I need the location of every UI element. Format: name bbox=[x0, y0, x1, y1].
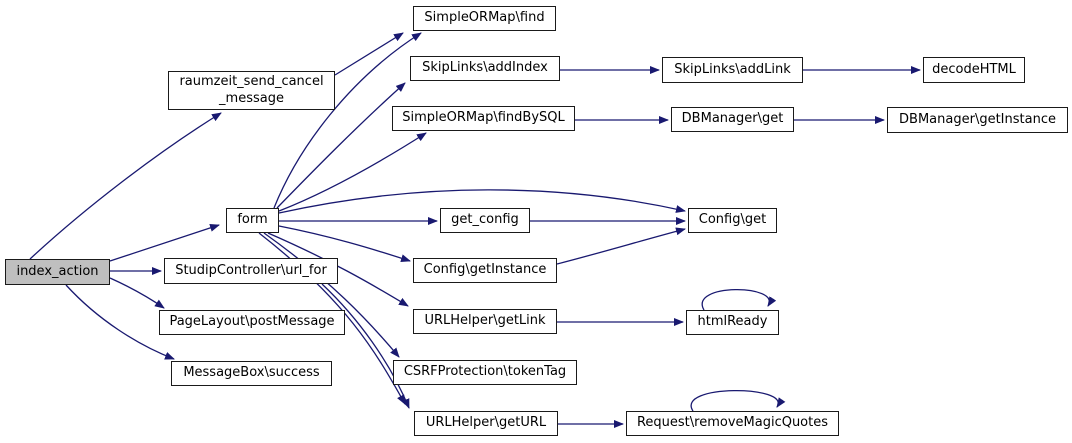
edge-form-to-simpleormap-findbysql bbox=[278, 132, 427, 212]
edge-raumzeit_send_cancel_message-to-simpleormap-find bbox=[334, 32, 404, 76]
edge-studipcontroller-url_for-to-urlhelper-geturl bbox=[321, 283, 410, 409]
node-simpleormap-findbysql[interactable]: SimpleORMap\findBySQL bbox=[392, 106, 575, 131]
node-messagebox-success[interactable]: MessageBox\success bbox=[171, 361, 332, 386]
edge-index_action-to-messagebox-success bbox=[65, 284, 175, 360]
node-request-removemagicquotes[interactable]: Request\removeMagicQuotes bbox=[626, 411, 839, 436]
edge-index_action-to-pagelayout-postmessage bbox=[109, 277, 165, 309]
edge-index_action-to-form bbox=[109, 223, 220, 262]
edges-group bbox=[29, 32, 921, 428]
node-config-getinstance[interactable]: Config\getInstance bbox=[413, 258, 557, 283]
edge-form-to-simpleormap-find bbox=[273, 32, 422, 209]
edge-index_action-to-raumzeit_send_cancel_message bbox=[29, 112, 222, 260]
edge-form-to-urlhelper-getlink bbox=[267, 232, 409, 307]
edge-config-getinstance-to-config-get bbox=[556, 227, 686, 265]
node-csrfprotection-tokentag[interactable]: CSRFProtection\tokenTag bbox=[393, 360, 577, 385]
edge-form-to-csrfprotection-tokentag bbox=[263, 232, 400, 358]
edge-htmlready-to-htmlready bbox=[701, 288, 777, 311]
node-dbmanager-getinstance[interactable]: DBManager\getInstance bbox=[887, 107, 1068, 133]
node-urlhelper-geturl[interactable]: URLHelper\getURL bbox=[414, 411, 558, 436]
node-htmlready[interactable]: htmlReady bbox=[686, 310, 779, 335]
edge-form-to-config-getinstance bbox=[278, 225, 411, 263]
node-form[interactable]: form bbox=[226, 208, 279, 233]
node-skiplinks-addindex[interactable]: SkipLinks\addIndex bbox=[410, 56, 560, 81]
node-index_action: index_action bbox=[5, 259, 110, 285]
node-studipcontroller-url_for[interactable]: StudipController\url_for bbox=[164, 258, 338, 284]
node-simpleormap-find[interactable]: SimpleORMap\find bbox=[413, 6, 556, 31]
node-skiplinks-addlink[interactable]: SkipLinks\addLink bbox=[662, 57, 803, 83]
node-get_config[interactable]: get_config bbox=[440, 208, 530, 233]
node-pagelayout-postmessage[interactable]: PageLayout\postMessage bbox=[159, 310, 345, 335]
node-raumzeit_send_cancel_message[interactable]: raumzeit_send_cancel _message bbox=[168, 71, 335, 110]
node-urlhelper-getlink[interactable]: URLHelper\getLink bbox=[413, 309, 557, 334]
edge-form-to-skiplinks-addindex bbox=[276, 82, 406, 209]
edge-request-removemagicquotes-to-request-removemagicquotes bbox=[690, 389, 786, 412]
node-decodehtml[interactable]: decodeHTML bbox=[923, 57, 1025, 83]
node-config-get[interactable]: Config\get bbox=[688, 208, 777, 233]
node-dbmanager-get[interactable]: DBManager\get bbox=[671, 107, 794, 132]
edge-form-to-config-get bbox=[278, 189, 686, 214]
